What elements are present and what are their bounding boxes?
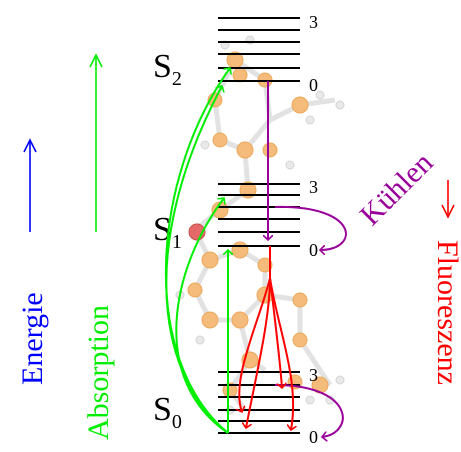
- absorption-arrows: [164, 68, 230, 434]
- internal-conversion-arrows: [268, 81, 347, 437]
- s0-bottom-number: 0: [309, 427, 318, 447]
- absorption-label: Absorption: [82, 305, 115, 440]
- fluorescence-arrow-a: [246, 277, 271, 428]
- cooling-arrow-s1: [274, 205, 347, 250]
- s0-state-label: S0: [153, 391, 182, 433]
- fluorescence-label: Fluoreszenz: [431, 240, 461, 385]
- energy-label: Energie: [16, 292, 49, 385]
- fluorescence-arrow-b: [239, 277, 271, 412]
- s2-bottom-number: 0: [309, 75, 318, 95]
- energy-axis: Energie: [16, 138, 49, 385]
- s0-top-number: 3: [309, 365, 318, 385]
- fluorescence-arrows: [239, 246, 293, 430]
- s1-top-number: 3: [309, 177, 318, 197]
- s2-top-number: 3: [309, 12, 318, 32]
- s1-bottom-number: 0: [309, 240, 318, 260]
- absorption-axis: Absorption: [82, 53, 115, 440]
- absorption-arrow-s0-s1-v3: [175, 198, 229, 434]
- cooling-label: Kühlen: [354, 146, 440, 232]
- s0-level-lines: [218, 371, 300, 434]
- absorption-arrow-s0-s2-v1: [164, 68, 230, 434]
- cooling-arrow-s0: [274, 384, 344, 437]
- fluorescence-axis: Fluoreszenz: [431, 180, 461, 385]
- s2-state-label: S2: [153, 48, 182, 90]
- fluorescence-arrow-d: [269, 277, 293, 430]
- s1-level-lines: [218, 183, 300, 247]
